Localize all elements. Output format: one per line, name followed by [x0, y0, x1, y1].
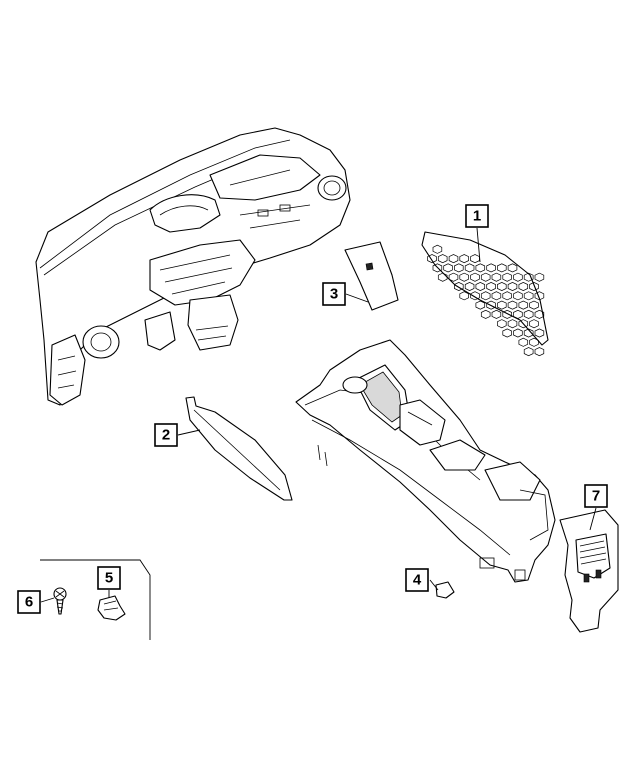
- cover-plug: [435, 581, 455, 599]
- callout-label-3: 3: [330, 286, 338, 303]
- honeycomb-cell: [518, 300, 529, 310]
- callout-label-5: 5: [105, 570, 113, 587]
- honeycomb-cell: [529, 337, 539, 347]
- honeycomb-cell: [523, 328, 534, 338]
- callout-6: 6: [17, 590, 41, 614]
- honeycomb-cell: [534, 328, 545, 338]
- callout-label-4: 4: [413, 572, 422, 589]
- honeycomb-cell: [529, 300, 539, 310]
- honeycomb-cell: [470, 272, 480, 282]
- honeycomb-cell: [464, 282, 475, 291]
- group-frame: [40, 559, 151, 640]
- honeycomb-cell: [480, 272, 491, 282]
- leader-line-7: [589, 507, 597, 531]
- honeycomb-cell: [534, 309, 545, 319]
- honeycomb-cell: [497, 300, 507, 310]
- honeycomb-cell: [454, 263, 464, 273]
- honeycomb-cell: [459, 272, 469, 282]
- honeycomb-cell: [502, 309, 512, 319]
- honeycomb-cell: [502, 272, 512, 282]
- callout-label-2: 2: [162, 427, 170, 444]
- honeycomb-cell: [491, 272, 502, 282]
- honeycomb-cell: [523, 272, 534, 282]
- honeycomb-cell: [507, 282, 518, 291]
- honeycomb-cell: [513, 328, 523, 338]
- honeycomb-cell: [523, 291, 534, 301]
- honeycomb-cell: [459, 291, 469, 301]
- honeycomb-cell: [475, 300, 486, 310]
- leader-line-1: [476, 227, 481, 263]
- honeycomb-cell: [497, 263, 507, 273]
- honeycomb-cell: [432, 263, 443, 273]
- callout-5: 5: [97, 566, 121, 590]
- leader-line-6: [40, 597, 55, 603]
- leader-line-2: [177, 429, 201, 436]
- callout-label-6: 6: [25, 594, 33, 611]
- honeycomb-cell: [454, 282, 464, 291]
- instrument-panel: [35, 127, 351, 406]
- knee-bolster-panel: [185, 396, 293, 501]
- leader-line-3: [345, 293, 369, 303]
- honeycomb-cell: [523, 347, 534, 357]
- honeycomb-cell: [448, 272, 459, 282]
- honeycomb-cell: [491, 291, 502, 301]
- honeycomb-cell: [507, 263, 518, 273]
- honeycomb-pattern: [427, 244, 545, 357]
- honeycomb-cell: [491, 309, 502, 319]
- honeycomb-grille-panel: [421, 231, 549, 357]
- callout-label-7: 7: [592, 488, 600, 505]
- honeycomb-cell: [534, 291, 545, 301]
- honeycomb-cell: [529, 319, 539, 329]
- rear-vent-bezel: [559, 509, 619, 633]
- honeycomb-cell: [529, 282, 539, 291]
- honeycomb-cell: [480, 309, 491, 319]
- callout-1: 1: [465, 204, 489, 228]
- clip: [97, 595, 126, 621]
- honeycomb-cell: [486, 263, 496, 273]
- honeycomb-cell: [437, 254, 448, 264]
- honeycomb-cell: [475, 263, 486, 273]
- honeycomb-cell: [443, 263, 453, 273]
- callout-label-1: 1: [473, 208, 481, 225]
- leader-line-4: [429, 579, 439, 591]
- honeycomb-cell: [534, 272, 545, 282]
- honeycomb-cell: [534, 347, 545, 357]
- honeycomb-cell: [502, 328, 512, 338]
- callout-4: 4: [405, 568, 429, 592]
- honeycomb-cell: [518, 282, 529, 291]
- honeycomb-cell: [448, 254, 459, 264]
- honeycomb-cell: [432, 244, 443, 254]
- honeycomb-cell: [470, 254, 480, 264]
- honeycomb-cell: [513, 291, 523, 301]
- honeycomb-cell: [459, 254, 469, 264]
- honeycomb-cell: [513, 272, 523, 282]
- honeycomb-cell: [518, 337, 529, 347]
- honeycomb-cell: [502, 291, 512, 301]
- honeycomb-cell: [437, 272, 448, 282]
- honeycomb-cell: [497, 282, 507, 291]
- honeycomb-cell: [507, 319, 518, 329]
- honeycomb-cell: [486, 300, 496, 310]
- honeycomb-cell: [523, 309, 534, 319]
- storage-tray-mat: [344, 241, 399, 311]
- honeycomb-cell: [480, 291, 491, 301]
- screw: [53, 587, 67, 615]
- honeycomb-cell: [475, 282, 486, 291]
- floor-console: [295, 339, 556, 583]
- honeycomb-cell: [518, 319, 529, 329]
- callout-7: 7: [584, 484, 608, 508]
- honeycomb-cell: [427, 254, 437, 264]
- callout-3: 3: [322, 282, 346, 306]
- honeycomb-cell: [464, 263, 475, 273]
- callout-2: 2: [154, 423, 178, 447]
- honeycomb-cell: [513, 309, 523, 319]
- honeycomb-cell: [486, 282, 496, 291]
- honeycomb-cell: [470, 291, 480, 301]
- honeycomb-cell: [497, 319, 507, 329]
- honeycomb-cell: [507, 300, 518, 310]
